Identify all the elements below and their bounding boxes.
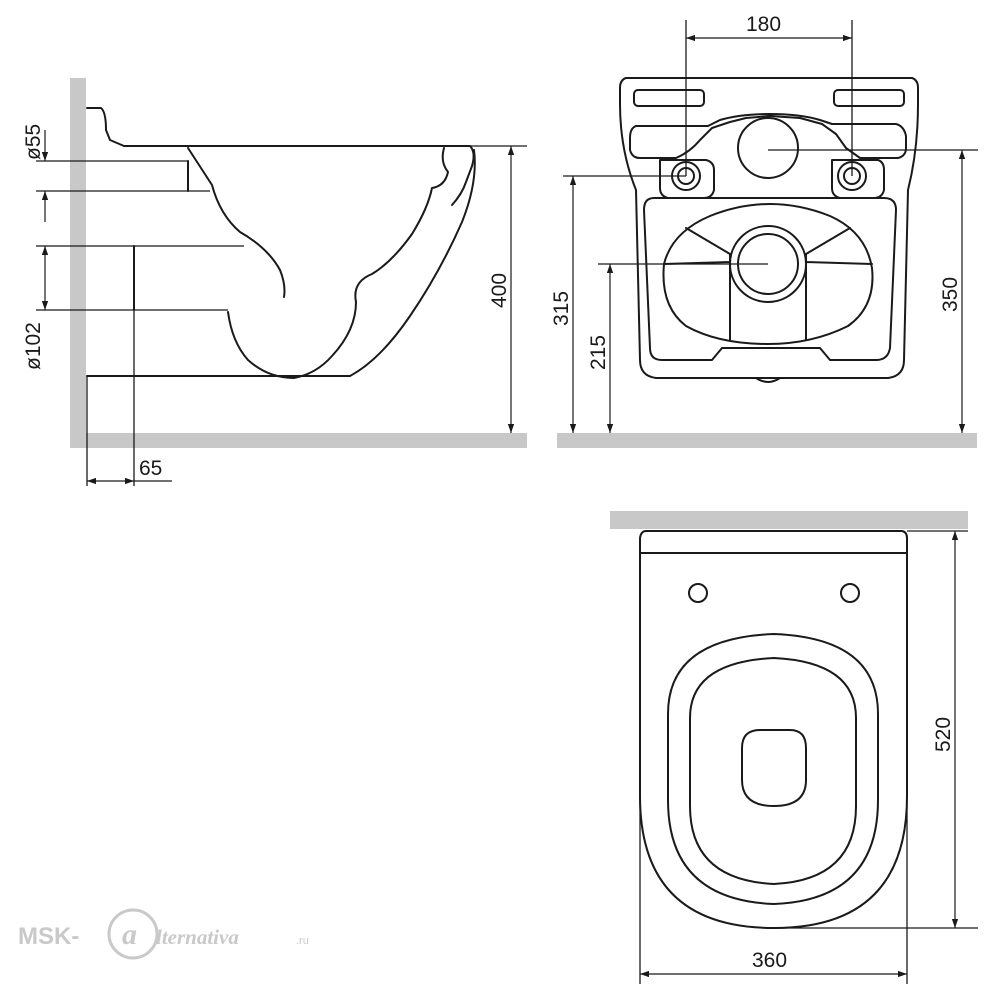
top-wall xyxy=(610,511,968,529)
slot-left xyxy=(633,89,705,107)
rear-outline xyxy=(619,77,919,379)
watermark-brand-left: MSK- xyxy=(18,923,79,950)
rim-outer xyxy=(667,633,879,905)
outer-bowl-shell xyxy=(227,147,449,379)
rim-outline xyxy=(123,145,475,206)
top-bolt-right xyxy=(840,583,860,603)
rear-floor xyxy=(557,433,977,448)
inner-bowl-curve xyxy=(187,147,286,298)
rear-view: 180 315 215 350 xyxy=(550,13,978,448)
bolt-height-label: 315 xyxy=(550,291,573,326)
water-area xyxy=(741,729,807,807)
outlet-height-label: 215 xyxy=(587,335,610,370)
lower-shell xyxy=(662,203,874,345)
top-bolt-left xyxy=(688,583,708,603)
waste-pipe-diameter-label: ø102 xyxy=(22,322,45,370)
inlet-height-label: 350 xyxy=(939,277,962,312)
width-label: 360 xyxy=(752,949,787,972)
watermark-brand-right: lternativa xyxy=(156,925,239,949)
bottom-nub xyxy=(755,377,781,383)
upper-band xyxy=(629,113,907,159)
side-wall xyxy=(70,78,86,448)
watermark: MSK- a lternativa .ru xyxy=(18,908,309,960)
top-view: 520 360 xyxy=(610,511,978,984)
slot-right xyxy=(833,89,905,107)
watermark-brand-tld: .ru xyxy=(296,935,309,947)
watermark-logo-ring xyxy=(107,908,159,960)
back-plate-outline xyxy=(86,107,323,147)
side-view: ø55 ø102 65 400 xyxy=(22,78,527,486)
bowl-base-outline xyxy=(86,149,476,377)
height-label: 400 xyxy=(488,273,511,308)
bolt-spacing-label: 180 xyxy=(746,13,781,36)
length-label: 520 xyxy=(932,717,955,752)
bolt-lug-right xyxy=(831,159,885,199)
inner-panel xyxy=(643,197,897,361)
watermark-logo-letter: a xyxy=(122,918,137,951)
flush-inlet xyxy=(737,117,799,179)
flush-pipe-diameter-label: ø55 xyxy=(22,124,45,160)
rim-inner xyxy=(689,657,857,885)
lower-shell-ribs xyxy=(663,227,873,341)
side-floor xyxy=(70,433,527,448)
wall-offset-label: 65 xyxy=(139,457,162,480)
bolt-lug-left xyxy=(659,159,715,199)
